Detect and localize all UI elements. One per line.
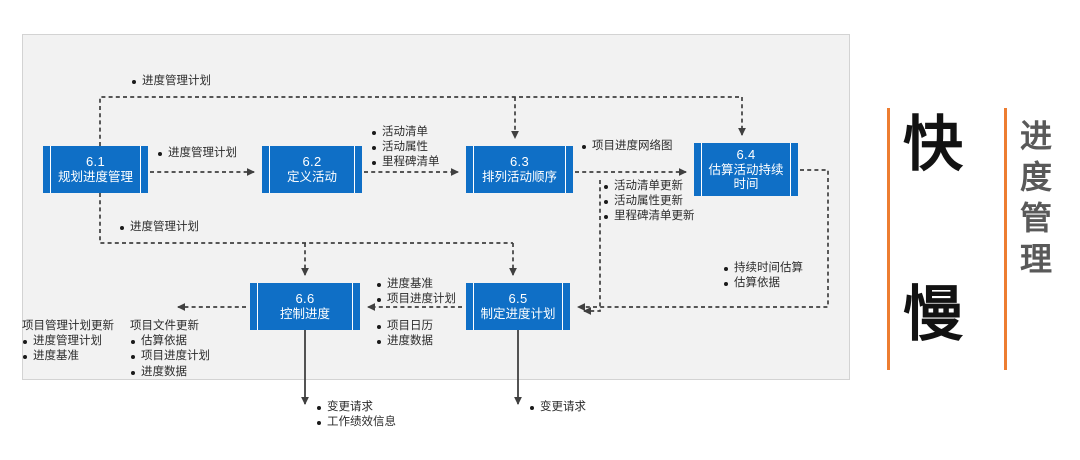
annotation-item: 活动属性 (371, 140, 440, 155)
process-box-6-5[interactable]: 6.5 制定进度计划 (466, 283, 570, 330)
caption-vertical-title: 进 度 管 理 (1020, 116, 1072, 280)
process-box-6-1[interactable]: 6.1 规划进度管理 (43, 146, 148, 193)
process-number: 6.4 (736, 147, 756, 163)
annotation-item: 进度数据 (376, 334, 433, 349)
annotation-item: 估算依据 (723, 276, 803, 291)
caption-vertical-char-1: 进 (1020, 117, 1053, 155)
annotation-item: 项目进度计划 (376, 292, 456, 307)
caption-vertical-char-4: 理 (1020, 239, 1053, 278)
wire-top-rail (99, 96, 742, 146)
annotation-header: 项目管理计划更新 (22, 320, 114, 332)
annotation-64-to-65: 持续时间估算 估算依据 (723, 261, 803, 291)
accent-bar-left (887, 108, 890, 370)
process-number: 6.1 (86, 154, 105, 170)
annotation-item: 进度管理计划 (157, 146, 237, 161)
annotation-item: 进度管理计划 (119, 220, 199, 235)
annotation-item: 进度基准 (376, 277, 456, 292)
process-box-6-4[interactable]: 6.4 估算活动持续 时间 (694, 143, 798, 196)
wire-64-65 (577, 169, 829, 311)
annotation-item: 项目进度网络图 (581, 139, 673, 154)
diagram-panel (22, 34, 850, 380)
annotation-62-to-63: 活动清单 活动属性 里程碑清单 (371, 125, 440, 171)
annotation-item: 里程碑清单 (371, 155, 440, 170)
process-number: 6.6 (295, 291, 315, 307)
process-box-6-6[interactable]: 6.6 控制进度 (250, 283, 360, 330)
annotation-mid-feedback: 进度管理计划 (119, 220, 199, 235)
process-number: 6.2 (302, 154, 322, 170)
wire-mid-rail (99, 193, 513, 244)
wire-63-updates (583, 180, 601, 315)
caption-char-fast: 快 (903, 110, 963, 180)
annotation-item: 项目日历 (376, 319, 433, 334)
process-number: 6.5 (508, 291, 528, 307)
annotation-item: 估算依据 (130, 334, 210, 349)
process-name-line2: 时间 (733, 176, 759, 191)
annotation-63-updates: 活动清单更新 活动属性更新 里程碑清单更新 (603, 179, 695, 225)
process-name: 控制进度 (279, 306, 330, 321)
annotation-item: 进度管理计划 (22, 334, 114, 349)
process-name: 定义活动 (286, 169, 337, 184)
annotation-66-down: 变更请求 工作绩效信息 (316, 400, 396, 430)
annotation-item: 活动清单 (371, 125, 440, 140)
process-name: 制定进度计划 (480, 306, 556, 321)
annotation-66-outputs-project-docs: 项目文件更新 估算依据 项目进度计划 进度数据 (130, 319, 210, 380)
process-name-line1: 估算活动持续 (708, 162, 784, 177)
annotation-66-outputs-pm-plan: 项目管理计划更新 进度管理计划 进度基准 (22, 319, 114, 365)
caption-vertical-char-2: 度 (1020, 157, 1053, 196)
accent-bar-right (1004, 108, 1007, 370)
annotation-header: 项目文件更新 (130, 320, 199, 332)
annotation-65-down: 变更请求 (529, 400, 586, 415)
process-box-6-2[interactable]: 6.2 定义活动 (262, 146, 362, 193)
caption-char-slow: 慢 (903, 280, 963, 350)
process-name: 规划进度管理 (57, 169, 133, 184)
annotation-65-to-66-bottom: 项目日历 进度数据 (376, 319, 433, 349)
annotation-item: 活动属性更新 (603, 194, 695, 209)
caption-vertical-char-3: 管 (1020, 198, 1053, 237)
annotation-item: 里程碑清单更新 (603, 209, 695, 224)
annotation-item: 变更请求 (316, 400, 396, 415)
annotation-65-to-66-top: 进度基准 项目进度计划 (376, 277, 456, 307)
annotation-top-feedback: 进度管理计划 (131, 74, 211, 89)
annotation-63-to-64: 项目进度网络图 (581, 139, 673, 154)
annotation-item: 进度数据 (130, 365, 210, 380)
annotation-item: 活动清单更新 (603, 179, 695, 194)
process-name: 排列活动顺序 (481, 169, 557, 184)
annotation-item: 项目进度计划 (130, 349, 210, 364)
process-number: 6.3 (510, 154, 529, 170)
annotation-item: 工作绩效信息 (316, 415, 396, 430)
annotation-61-to-62: 进度管理计划 (157, 146, 237, 161)
annotation-item: 变更请求 (529, 400, 586, 415)
annotation-item: 持续时间估算 (723, 261, 803, 276)
process-box-6-3[interactable]: 6.3 排列活动顺序 (466, 146, 573, 193)
annotation-item: 进度基准 (22, 349, 114, 364)
annotation-item: 进度管理计划 (131, 74, 211, 89)
